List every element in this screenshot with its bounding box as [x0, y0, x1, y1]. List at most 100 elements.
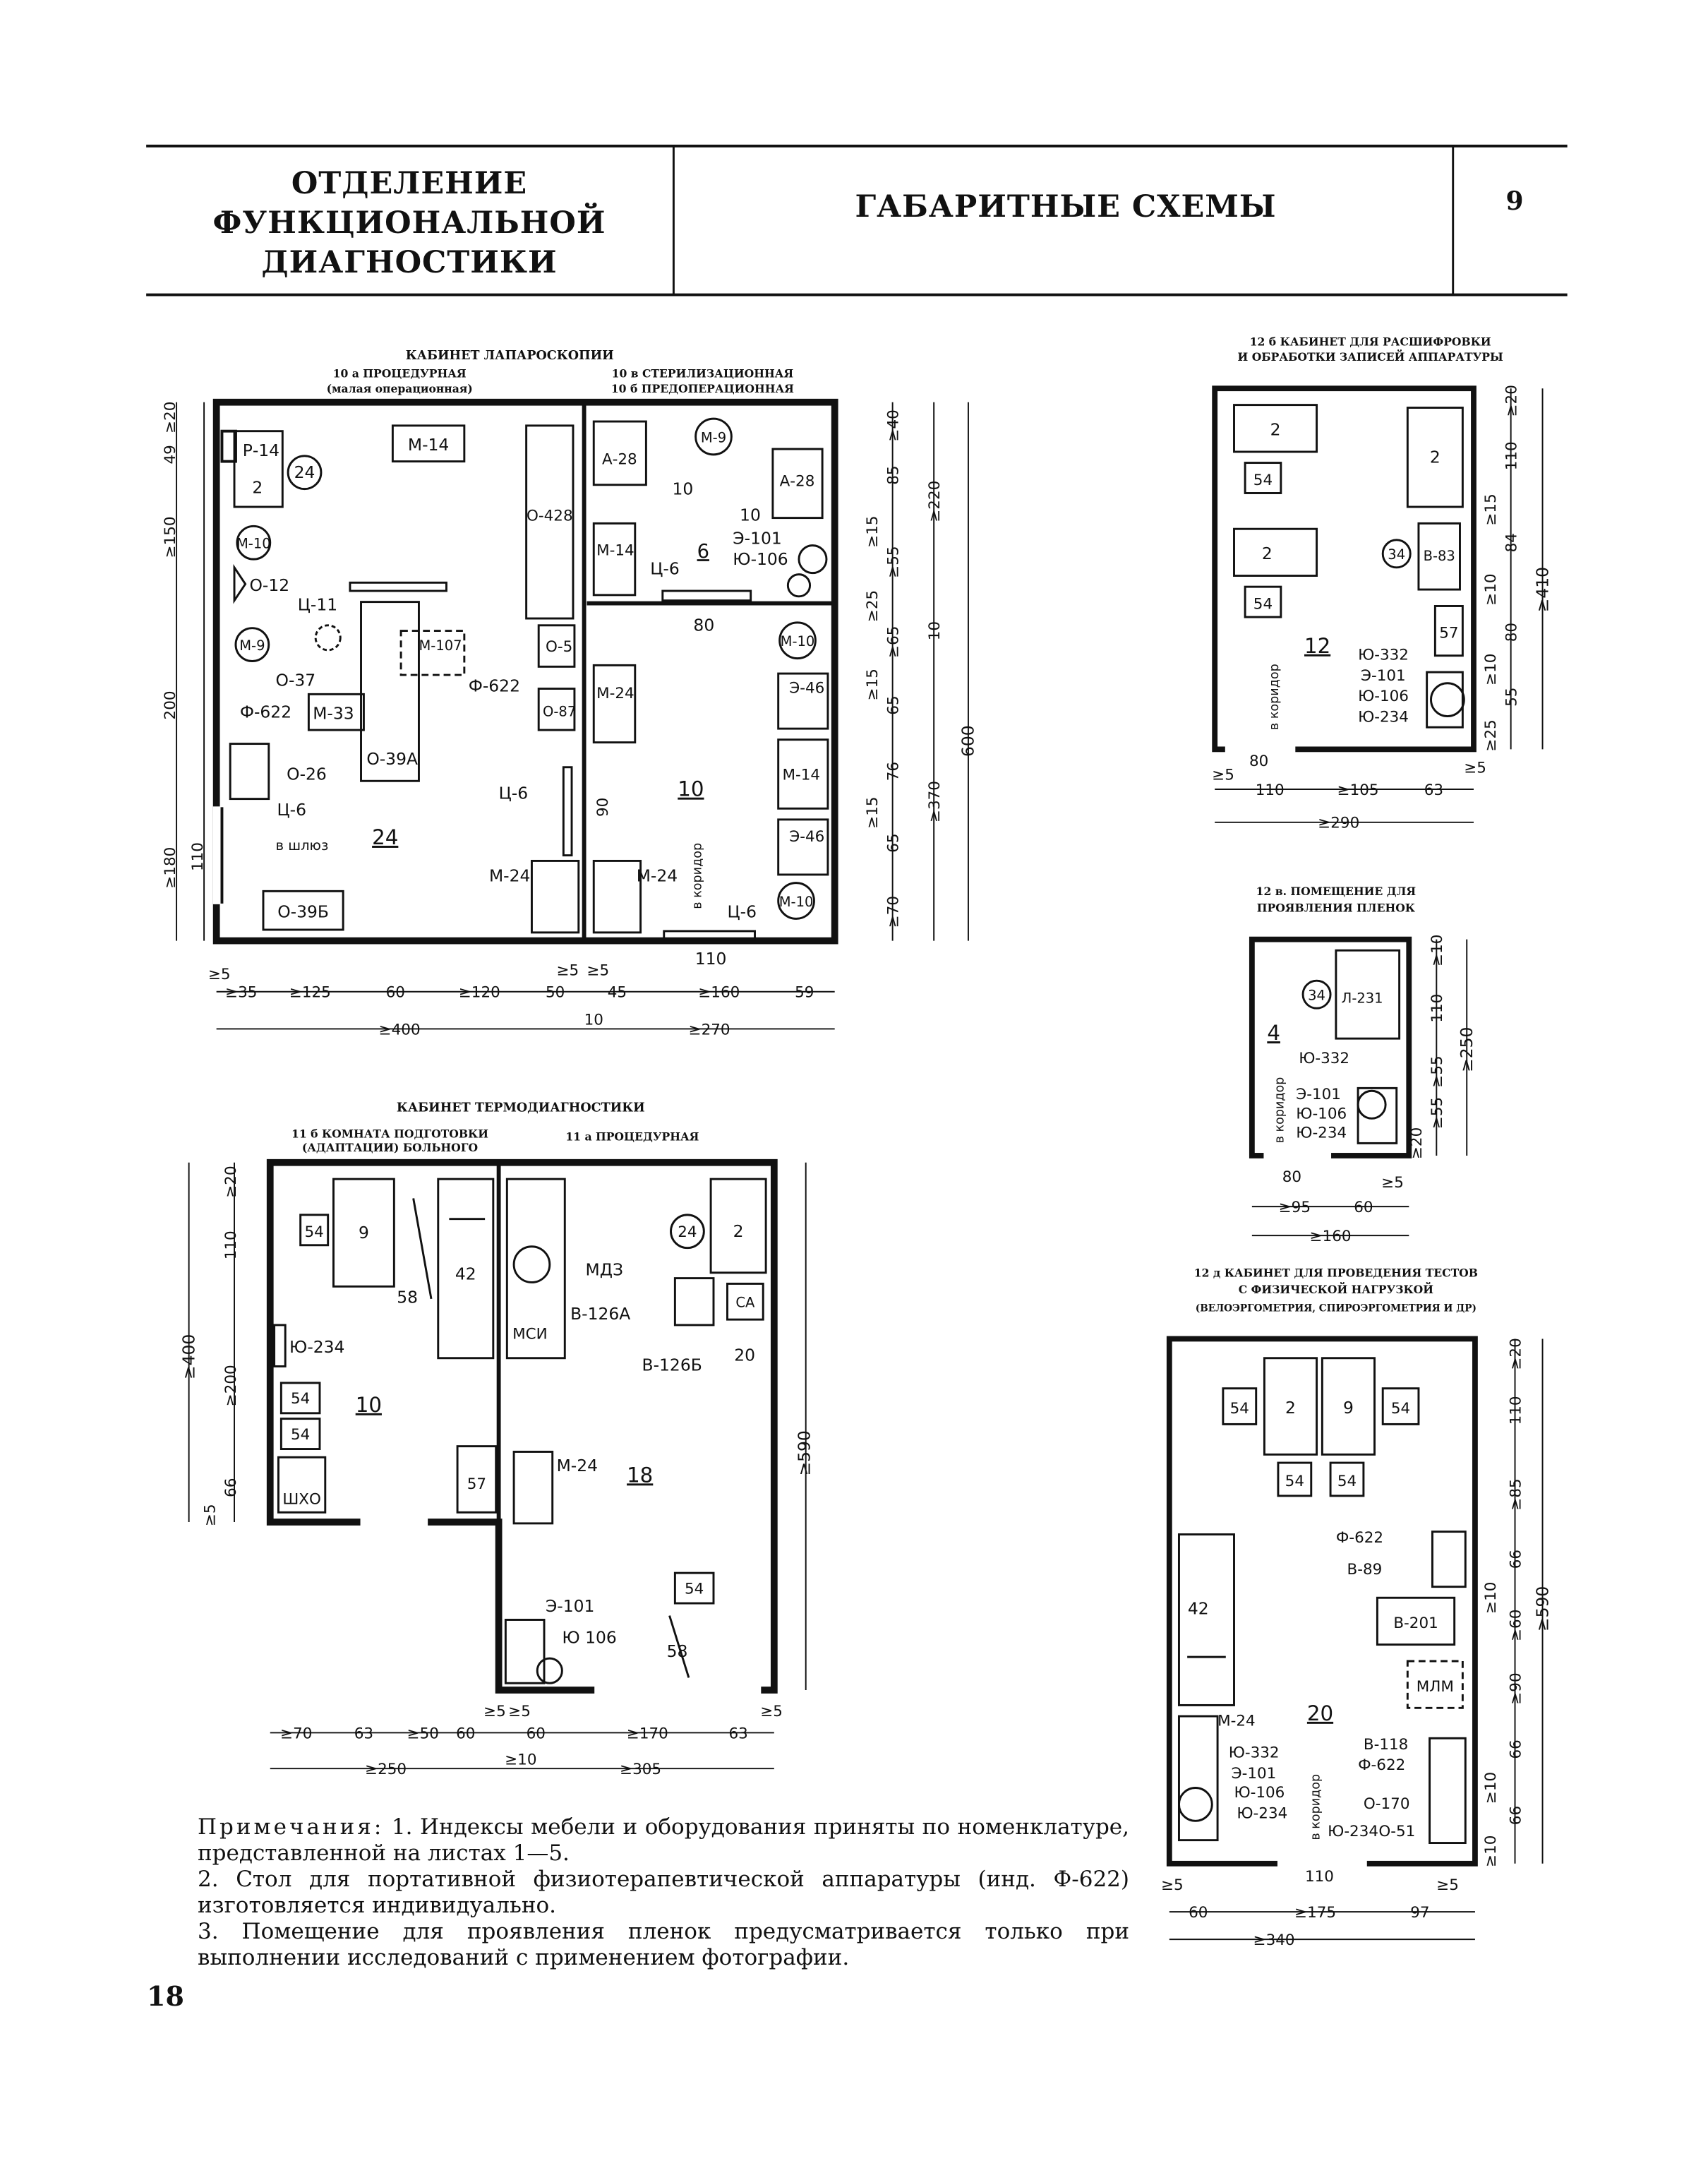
furniture [530, 859, 580, 934]
furniture [1222, 1387, 1258, 1425]
item-label: О-39А [366, 749, 418, 769]
furniture [273, 1324, 287, 1367]
dimension: ≥10 [1482, 1835, 1500, 1867]
room-number: 20 [1307, 1701, 1333, 1725]
dimension: ≥125 [289, 984, 331, 1002]
furniture [437, 1178, 495, 1360]
dimension: 600 [958, 725, 978, 757]
dimension: ≥410 [1532, 567, 1552, 612]
furniture [1277, 1461, 1313, 1497]
furniture [399, 630, 466, 676]
furniture [1417, 522, 1461, 591]
furniture [1177, 1533, 1235, 1706]
item-label: 2 [1285, 1398, 1296, 1418]
furniture [279, 1382, 321, 1415]
wall-outline [212, 398, 838, 945]
furniture [299, 1214, 330, 1247]
item-label: В-89 [1347, 1561, 1382, 1579]
furniture [1376, 1596, 1456, 1646]
item-label: Ц-6 [499, 784, 529, 803]
room-label: 10 в СТЕРИЛИЗАЦИОННАЯ [612, 367, 794, 381]
furniture [661, 589, 752, 602]
item-label: 90 [594, 798, 612, 817]
section-title-line: ФУНКЦИОНАЛЬНОЙ [212, 205, 606, 241]
dimension: ≥160 [1310, 1228, 1352, 1245]
item-label: 10 [672, 479, 693, 498]
dimension: ≥10 [1482, 654, 1500, 685]
dimension: 200 [162, 690, 179, 719]
dimension: 84 [1503, 533, 1520, 552]
item-label: 34 [1388, 546, 1405, 563]
corridor-label: в коридор [1273, 1077, 1287, 1144]
item-label: М-9 [701, 429, 726, 445]
dimension: ≥15 [864, 669, 882, 700]
item-label: Ю-234 [1328, 1823, 1378, 1840]
item-label: Ю-234 [289, 1337, 344, 1357]
item-label: М-24 [1217, 1713, 1256, 1730]
room-label: 10 а ПРОЦЕДУРНАЯ [333, 367, 467, 381]
item-label: А-28 [602, 451, 637, 469]
dimension: ≥370 [926, 781, 944, 822]
item-label: М-33 [313, 703, 354, 723]
item-label: 54 [1253, 472, 1273, 489]
item-label: М-10 [779, 894, 814, 910]
item-label: Э-101 [1361, 667, 1406, 685]
dimension: ≥400 [179, 1334, 198, 1379]
item-label: О-26 [287, 764, 327, 784]
item-label: 2 [1270, 420, 1281, 440]
item-label: 54 [1337, 1473, 1357, 1490]
item-label: Э-101 [1232, 1765, 1277, 1783]
item-label: ШХО [282, 1491, 321, 1509]
item-label: О-87 [543, 704, 576, 720]
note-3: 3. Помещение для проявления пленок преду… [198, 1919, 1129, 1970]
item-label: Э-101 [546, 1596, 594, 1616]
plan-thermodiagnostics: КАБИНЕТ ТЕРМОДИАГНОСТИКИ 11 б КОМНАТА ПО… [179, 1101, 814, 1778]
furniture [332, 1178, 395, 1288]
dimension: 66 [1507, 1739, 1524, 1759]
corridor-label: в коридор [1309, 1774, 1323, 1840]
furniture [236, 525, 272, 561]
item-label: 9 [1343, 1398, 1354, 1418]
dimension-chain-right [1510, 388, 1544, 750]
door-opening [1225, 743, 1296, 756]
dimension: 60 [386, 984, 405, 1002]
item-label: Ю 106 [562, 1628, 616, 1648]
item-label: МДЗ [586, 1260, 624, 1280]
dimension: ≥5 [1212, 766, 1234, 784]
dimension: ≥5 [1381, 1174, 1404, 1192]
wall-outline [266, 1158, 778, 1694]
furniture [1433, 605, 1464, 657]
furniture [504, 1619, 546, 1684]
section-title-line: ДИАГНОСТИКИ [261, 245, 558, 280]
item-label: 42 [1188, 1599, 1209, 1619]
dimension: 10 [926, 621, 944, 640]
dimension: ≥5 [202, 1504, 219, 1526]
dimension: ≥5 [208, 966, 231, 983]
furniture [1430, 682, 1465, 718]
item-label: Ц-6 [277, 800, 306, 820]
dimension: ≥70 [280, 1725, 312, 1742]
furniture [307, 693, 365, 731]
corridor-label: в коридор [1268, 664, 1282, 730]
item-label: 54 [291, 1390, 310, 1408]
furniture [673, 1277, 715, 1326]
item-label: М-14 [783, 766, 821, 784]
dimension: ≥10 [1429, 935, 1446, 966]
furniture [456, 1445, 498, 1514]
furniture [1426, 671, 1464, 729]
dimension: 110 [1503, 441, 1520, 470]
room-number: 10 [356, 1393, 382, 1417]
room-label: 11 а ПРОЦЕДУРНАЯ [565, 1130, 699, 1143]
dimension: ≥15 [1482, 493, 1500, 525]
item-label: О-37 [276, 671, 316, 690]
dimension: ≥340 [1253, 1932, 1295, 1949]
dimension: ≥5 [760, 1703, 783, 1720]
dimension: 97 [1410, 1904, 1429, 1922]
dimension: 66 [222, 1478, 240, 1497]
dimension: 110 [1256, 781, 1285, 799]
dimension: 110 [1507, 1396, 1524, 1425]
item-label: Ц-6 [728, 902, 757, 921]
item-label: Ю-106 [1296, 1105, 1347, 1122]
dimension: ≥15 [864, 515, 882, 547]
dimension: ≥120 [459, 984, 500, 1002]
